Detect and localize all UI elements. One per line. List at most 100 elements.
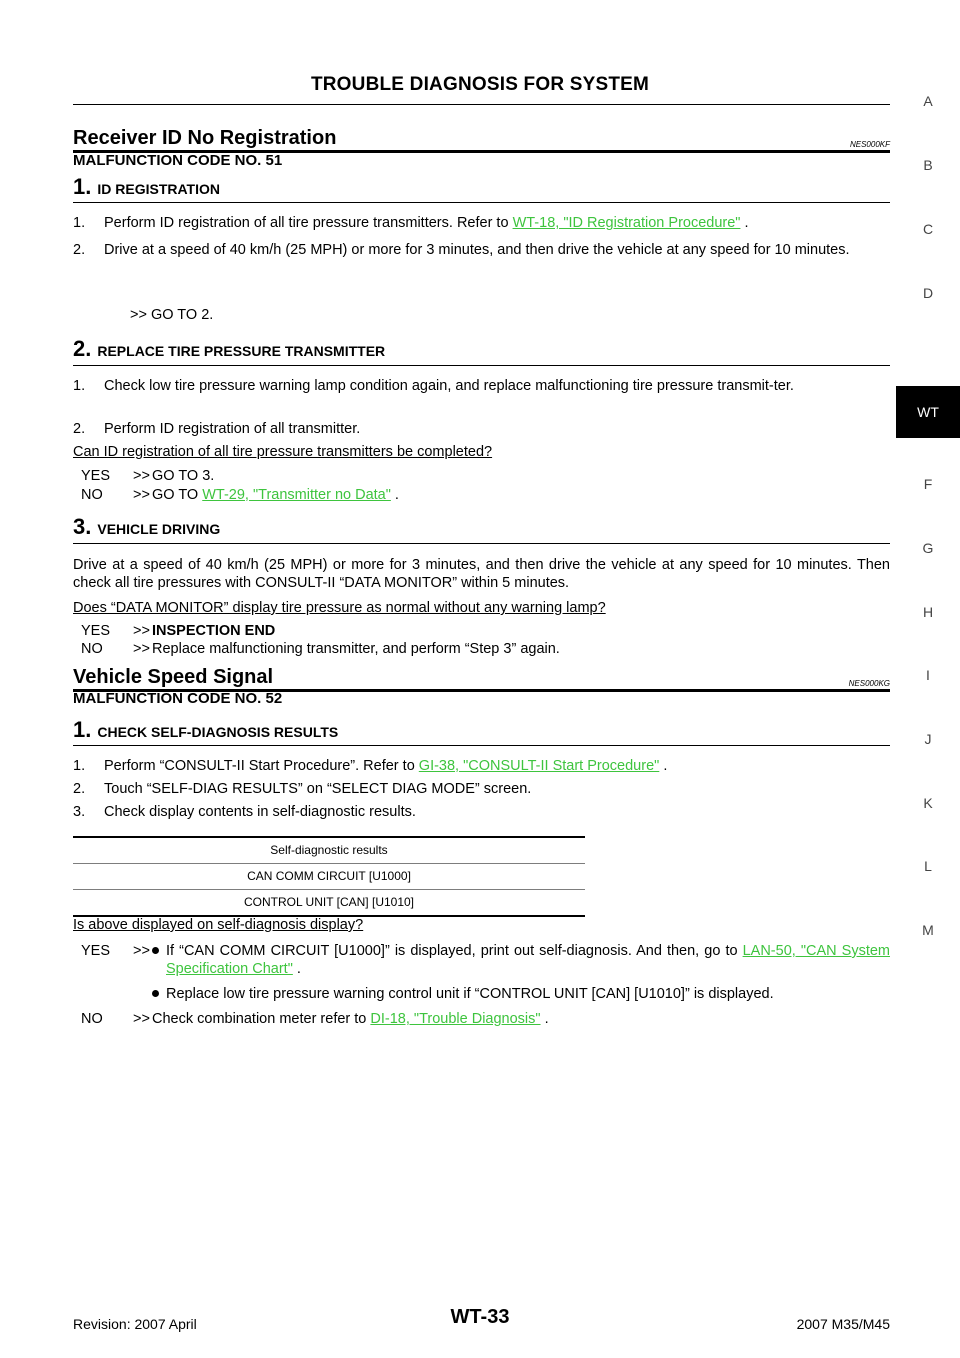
item-number: 1. (73, 215, 86, 231)
answer-arrow: >> (133, 487, 150, 503)
tab-a[interactable]: A (923, 93, 933, 109)
link-trouble-diagnosis[interactable]: DI-18, "Trouble Diagnosis" (370, 1011, 541, 1027)
section-title-receiver-id: Receiver ID No Registration (73, 127, 337, 149)
list-item: 1. Perform ID registration of all tire p… (73, 214, 890, 232)
tab-g[interactable]: G (922, 540, 934, 556)
answer-label: YES (81, 943, 111, 959)
table-row: CONTROL UNIT [CAN] [U1010] (73, 890, 585, 917)
step-heading-1: 1. ID REGISTRATION (73, 174, 890, 200)
item-number: 3. (73, 804, 86, 820)
step-divider (73, 202, 890, 203)
item-text: Check low tire pressure warning lamp con… (104, 378, 794, 394)
step-number: 1. (73, 717, 92, 742)
step-label: CHECK SELF-DIAGNOSIS RESULTS (97, 724, 339, 740)
step-divider (73, 365, 890, 366)
item-number: 2. (73, 421, 86, 437)
answer-text: GO TO (152, 487, 203, 503)
answer-text: Replace malfunctioning transmitter, and … (152, 641, 560, 657)
item-text: Perform ID registration of all tire pres… (104, 215, 513, 231)
tab-f[interactable]: F (923, 476, 933, 492)
malfunction-code-52: MALFUNCTION CODE NO. 52 (73, 690, 283, 707)
step-result: >> GO TO 2. (130, 307, 214, 323)
step-divider (73, 745, 890, 746)
link-consult-start-procedure[interactable]: GI-38, "CONSULT-II Start Procedure" (418, 758, 660, 774)
answer-arrow: >> (133, 623, 150, 639)
item-text: Drive at a speed of 40 km/h (25 MPH) or … (104, 242, 850, 258)
section-code: NES000KF (849, 140, 890, 149)
section-title-vehicle-speed: Vehicle Speed Signal (73, 666, 274, 688)
list-item: 2. Drive at a speed of 40 km/h (25 MPH) … (73, 241, 890, 259)
answer-no: NO >> Check combination meter refer to D… (81, 1010, 890, 1028)
answer-arrow: >> (133, 468, 150, 484)
tab-d[interactable]: D (922, 285, 934, 301)
link-id-registration-procedure[interactable]: WT-18, "ID Registration Procedure" (512, 215, 741, 231)
item-number: 2. (73, 242, 86, 258)
link-can-system-spec-chart[interactable]: LAN-50, "CAN System Specification Chart" (166, 943, 890, 977)
answer-arrow: >> (133, 1011, 150, 1027)
tab-wt-active[interactable]: WT (896, 386, 960, 438)
answer-label: NO (81, 1011, 103, 1027)
item-number: 2. (73, 781, 86, 797)
bullet-text: If “CAN COMM CIRCUIT [U1000]” is display… (166, 943, 743, 959)
item-text: Perform “CONSULT-II Start Procedure”. Re… (104, 758, 419, 774)
link-transmitter-no-data[interactable]: WT-29, "Transmitter no Data" (202, 487, 391, 503)
tab-b[interactable]: B (923, 157, 933, 173)
answer-no: NO >> Replace malfunctioning transmitter… (81, 640, 890, 658)
bullet-text-suffix: . (292, 961, 301, 977)
malfunction-code-51: MALFUNCTION CODE NO. 51 (73, 152, 283, 169)
answer-text-suffix: . (390, 487, 399, 503)
answer-label: YES (81, 468, 111, 484)
step-heading-3: 3. VEHICLE DRIVING (73, 514, 890, 540)
step-label: REPLACE TIRE PRESSURE TRANSMITTER (97, 343, 386, 359)
step-label: ID REGISTRATION (97, 181, 220, 197)
tab-c[interactable]: C (922, 221, 934, 237)
tab-h[interactable]: H (922, 604, 934, 620)
step-label: VEHICLE DRIVING (97, 521, 221, 537)
item-number: 1. (73, 378, 86, 394)
step-heading-1: 1. CHECK SELF-DIAGNOSIS RESULTS (73, 717, 890, 743)
tab-i[interactable]: I (926, 667, 930, 683)
page-header-title: TROUBLE DIAGNOSIS FOR SYSTEM (310, 74, 650, 95)
step-number: 1. (73, 174, 92, 199)
step-heading-2: 2. REPLACE TIRE PRESSURE TRANSMITTER (73, 336, 890, 362)
bullet-text: Replace low tire pressure warning contro… (166, 986, 774, 1002)
bullet-icon (152, 990, 159, 997)
answer-label: YES (81, 623, 111, 639)
answer-text: GO TO 3. (152, 468, 215, 484)
step-paragraph: Drive at a speed of 40 km/h (25 MPH) or … (73, 557, 890, 591)
header-divider (73, 104, 890, 105)
list-item: 3. Check display contents in self-diagno… (73, 803, 890, 821)
tab-k[interactable]: K (923, 795, 933, 811)
bullet-item: Replace low tire pressure warning contro… (152, 985, 890, 1003)
step-number: 2. (73, 336, 92, 361)
list-item: 2. Perform ID registration of all transm… (73, 420, 890, 438)
answer-text-suffix: . (540, 1011, 549, 1027)
step-number: 3. (73, 514, 92, 539)
section-code: NES000KG (848, 679, 890, 688)
list-item: 2. Touch “SELF-DIAG RESULTS” on “SELECT … (73, 780, 890, 798)
answer-text: INSPECTION END (152, 623, 276, 639)
diagnosis-question: Is above displayed on self-diagnosis dis… (73, 917, 364, 933)
answer-yes: YES >> If “CAN COMM CIRCUIT [U1000]” is … (81, 942, 890, 1003)
section-divider (73, 689, 890, 692)
self-diagnostic-results-table: Self-diagnostic results CAN COMM CIRCUIT… (73, 836, 585, 917)
item-number: 1. (73, 758, 86, 774)
answer-yes: YES >> GO TO 3. (81, 467, 890, 485)
answer-arrow: >> (133, 641, 150, 657)
table-row: CAN COMM CIRCUIT [U1000] (73, 864, 585, 890)
tab-m[interactable]: M (922, 922, 934, 938)
answer-label: NO (81, 641, 103, 657)
diagnosis-question: Can ID registration of all tire pressure… (73, 444, 493, 460)
footer-revision: Revision: 2007 April (73, 1316, 197, 1332)
step-divider (73, 543, 890, 544)
item-text: Perform ID registration of all transmitt… (104, 421, 361, 437)
answer-no: NO >> GO TO WT-29, "Transmitter no Data"… (81, 486, 890, 504)
answer-label: NO (81, 487, 103, 503)
footer-model: 2007 M35/M45 (796, 1316, 890, 1332)
tab-l[interactable]: L (924, 858, 932, 874)
diagnosis-question: Does “DATA MONITOR” display tire pressur… (73, 600, 606, 616)
answer-yes: YES >> INSPECTION END (81, 622, 890, 640)
list-item: 1. Check low tire pressure warning lamp … (73, 377, 890, 395)
tab-j[interactable]: J (924, 731, 932, 747)
table-header: Self-diagnostic results (73, 836, 585, 864)
